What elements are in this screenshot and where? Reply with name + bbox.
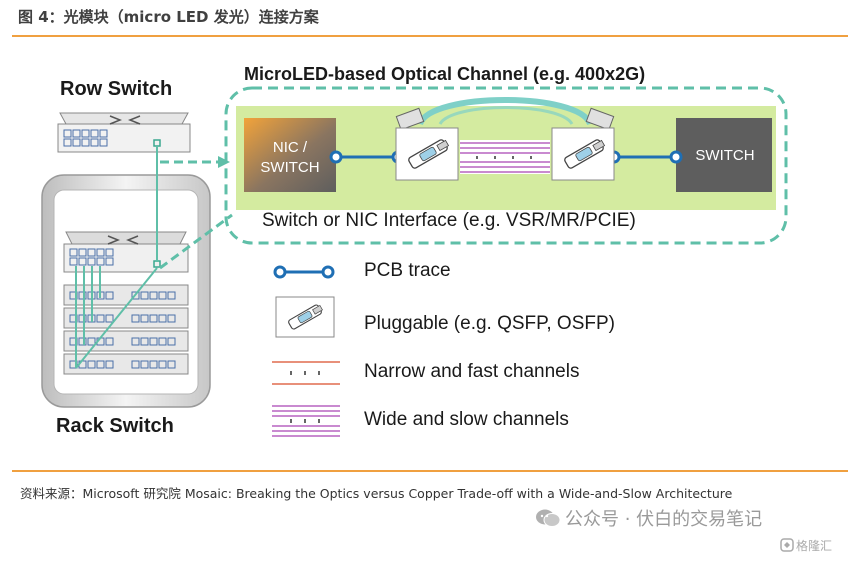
nic-switch-box bbox=[244, 118, 336, 192]
legend-pluggable-icon bbox=[275, 296, 335, 338]
legend-wide-channel-icon bbox=[272, 405, 340, 437]
nic-label-line1: NIC / bbox=[272, 139, 308, 156]
row-switch-label: Row Switch bbox=[60, 78, 173, 100]
link-arrow-icon bbox=[218, 156, 230, 168]
fiber-cable-icon bbox=[417, 97, 593, 126]
brand-text: 格隆汇 bbox=[796, 539, 833, 553]
architecture-diagram bbox=[41, 86, 788, 437]
rack-servers bbox=[63, 284, 189, 375]
watermark-text: 公众号 · 伏白的交易笔记 bbox=[565, 509, 763, 530]
rack-switch-label: Rack Switch bbox=[56, 415, 174, 437]
source-citation: 资料来源：Microsoft 研究院 Mosaic: Breaking the … bbox=[20, 486, 733, 501]
nic-switch-label: NIC / SWITCH bbox=[248, 138, 332, 178]
rack-top-switch bbox=[63, 231, 189, 273]
interface-label: Switch or NIC Interface (e.g. VSR/MR/PCI… bbox=[262, 210, 636, 231]
channel-title: MicroLED-based Optical Channel (e.g. 400… bbox=[244, 64, 646, 84]
legend-label-narrow-channels: Narrow and fast channels bbox=[364, 361, 580, 382]
legend-label-wide-channels: Wide and slow channels bbox=[364, 409, 569, 430]
wide-slow-channels bbox=[460, 140, 550, 174]
switch-label: SWITCH bbox=[695, 147, 755, 164]
switch-box bbox=[676, 118, 772, 192]
watermark: 公众号 · 伏白的交易笔记 bbox=[535, 505, 762, 531]
legend-label-pluggable: Pluggable (e.g. QSFP, OSFP) bbox=[364, 313, 615, 334]
dashed-link-lines bbox=[159, 160, 233, 270]
legend-narrow-channel-icon bbox=[272, 361, 340, 385]
legend-pcb-trace-icon bbox=[273, 265, 335, 279]
rack-connection-lines bbox=[75, 146, 158, 369]
nic-label-line2: SWITCH bbox=[260, 159, 320, 176]
figure-title: 图 4：光模块（micro LED 发光）连接方案 bbox=[18, 8, 319, 26]
brand-mark: 格隆汇 bbox=[780, 537, 832, 554]
row-switch bbox=[57, 112, 191, 153]
wechat-icon bbox=[536, 509, 561, 527]
switch-arrows-icon bbox=[109, 115, 141, 125]
brand-logo-icon bbox=[780, 538, 794, 552]
pluggable-left-icon bbox=[395, 127, 459, 181]
optical-channel-outline bbox=[224, 86, 788, 245]
top-divider bbox=[12, 35, 848, 37]
legend-label-pcb-trace: PCB trace bbox=[364, 260, 451, 281]
bottom-divider bbox=[12, 470, 848, 472]
pluggable-right-icon bbox=[551, 127, 615, 181]
